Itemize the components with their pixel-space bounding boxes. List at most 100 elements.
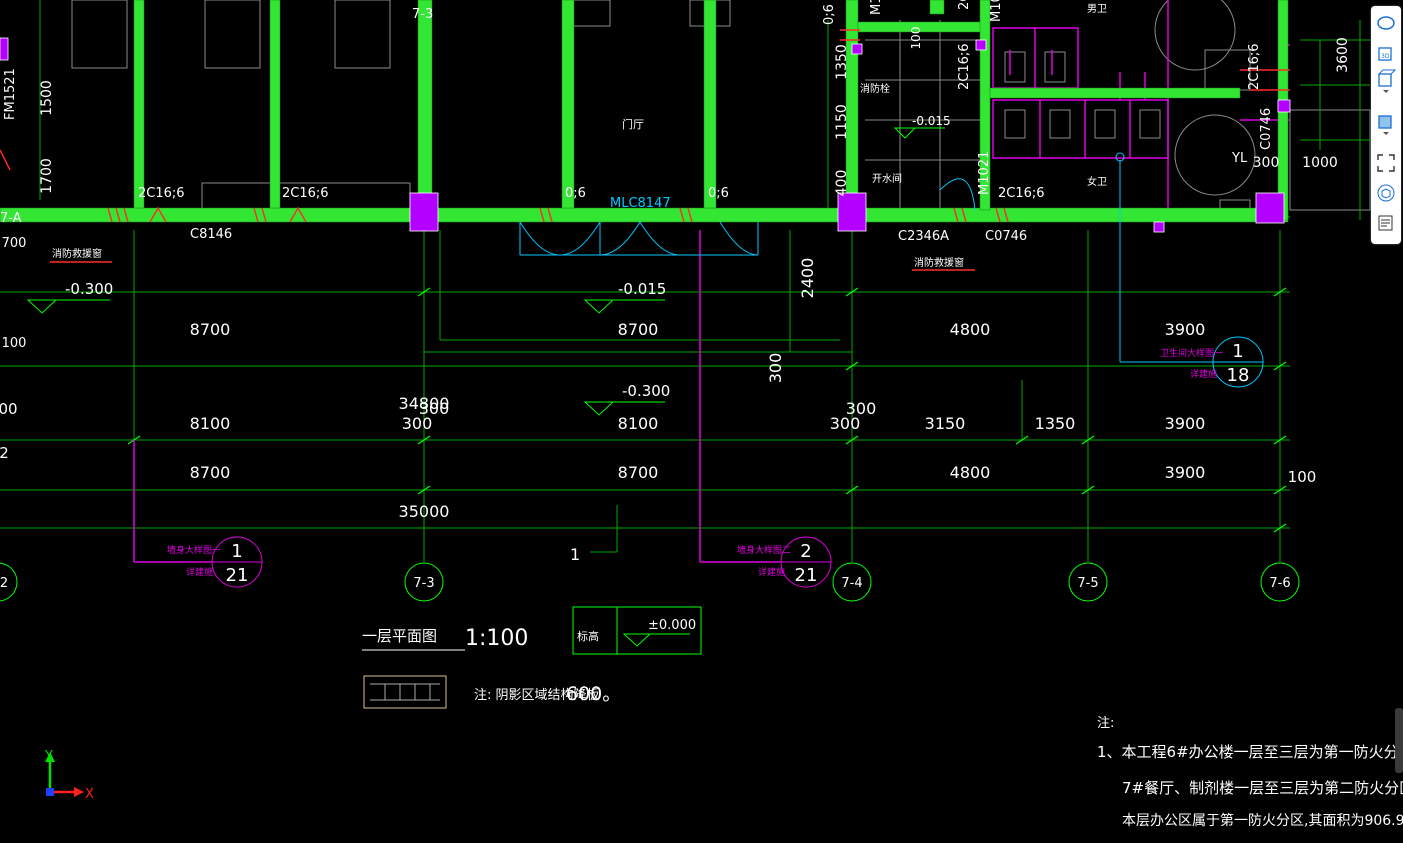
svg-text:2400: 2400	[798, 258, 817, 299]
svg-text:女卫: 女卫	[1087, 175, 1107, 188]
dim-row2-4: 8100	[618, 414, 659, 433]
scrollbar-thumb[interactable]	[1395, 708, 1403, 773]
svg-text:男卫: 男卫	[1087, 3, 1107, 15]
level-text: -0.300 -0.015 -0.300 -0.015	[65, 114, 951, 400]
wc-partitions	[133, 0, 1290, 563]
svg-text:1、本工程6#办公楼一层至三层为第一防火分区,防火分区面积为: 1、本工程6#办公楼一层至三层为第一防火分区,防火分区面积为275	[1097, 743, 1403, 761]
svg-text:FM1521: FM1521	[3, 68, 18, 120]
svg-text:1350: 1350	[834, 44, 850, 80]
dim-partial-2: 100	[2, 336, 27, 351]
svg-text:门厅: 门厅	[622, 117, 644, 131]
svg-text:消防栓: 消防栓	[860, 82, 890, 95]
svg-text:Y: Y	[44, 749, 53, 764]
svg-text:注:: 注:	[1097, 716, 1114, 731]
dim-row1-3: 4800	[950, 320, 991, 339]
svg-text:400: 400	[834, 170, 850, 197]
svg-text:0;6: 0;6	[565, 186, 586, 201]
view-3d-icon[interactable]: 3D	[1375, 42, 1397, 64]
svg-text:1500: 1500	[39, 80, 55, 116]
dim-row1-4: 3900	[1165, 320, 1206, 339]
dim-row1-2: 8700	[618, 320, 659, 339]
svg-text:-0.015: -0.015	[618, 280, 666, 298]
orbit-icon[interactable]	[1375, 12, 1397, 34]
column-layer	[0, 37, 1291, 233]
cube-view-icon[interactable]	[1375, 112, 1397, 135]
svg-text:600。: 600。	[566, 683, 621, 705]
hatch-legend: 注: 阴影区域结构降板 600。	[363, 675, 621, 709]
svg-text:21: 21	[226, 565, 249, 586]
dim-row2-9: 3900	[1165, 414, 1206, 433]
grid-bubble-7-4: 7-4	[832, 562, 872, 602]
furniture-layer	[71, 0, 1371, 221]
svg-text:2: 2	[0, 576, 8, 591]
dim-row3-2: 8700	[618, 463, 659, 482]
svg-text:1: 1	[1232, 341, 1243, 362]
vertical-dimension-text: 1500 1700 2400 300 1350 1150 400 3600 10…	[39, 27, 1351, 384]
callout-1-21: 1 21 墙身大样图一 详建施	[167, 536, 263, 588]
dim-row2-6: 300	[846, 399, 877, 418]
svg-text:墙身大样图二: 墙身大样图二	[737, 544, 791, 556]
dim-row3-1: 8700	[190, 463, 231, 482]
svg-text:300: 300	[766, 353, 785, 384]
grid-bubble-left: 2	[0, 562, 18, 602]
svg-text:卫生间大样图一: 卫生间大样图一	[1160, 347, 1223, 359]
svg-text:一层平面图: 一层平面图	[362, 627, 437, 645]
svg-text:详建施: 详建施	[186, 566, 213, 578]
properties-icon[interactable]	[1375, 212, 1397, 234]
svg-text:100: 100	[909, 27, 923, 50]
dim-partial-1: 700	[2, 236, 27, 251]
level-legend: 标高 ±0.000	[572, 606, 702, 655]
dimension-ticks	[127, 287, 1287, 533]
callout-2-21: 2 21 墙身大样图二 详建施	[737, 536, 832, 588]
dim-row2-1: 8100	[190, 414, 231, 433]
svg-text:开水间: 开水间	[872, 172, 902, 185]
grid-bubble-7-6: 7-6	[1260, 562, 1300, 602]
dim-row1-1: 8700	[190, 320, 231, 339]
svg-text:1700: 1700	[39, 158, 55, 194]
svg-text:2C16;6: 2C16;6	[1247, 43, 1262, 90]
general-notes: 注: 1、本工程6#办公楼一层至三层为第一防火分区,防火分区面积为275 7#餐…	[1097, 716, 1403, 829]
svg-text:3600: 3600	[1335, 37, 1351, 73]
svg-text:1:100: 1:100	[465, 626, 528, 651]
visual-style-icon[interactable]	[1375, 182, 1397, 204]
dim-partial-3: 100	[1288, 468, 1317, 486]
svg-text:M1021: M1021	[989, 0, 1004, 22]
dim-row3-3: 4800	[950, 463, 991, 482]
opening-tags: C8146 C2346A C0746 MLC8147 2C16;6 2C16;6…	[0, 0, 1274, 564]
svg-text:消防救援窗: 消防救援窗	[52, 247, 102, 260]
svg-text:18: 18	[1227, 365, 1250, 386]
room-labels: 门厅 男卫 女卫 消防栓 开水间 消防救援窗 消防救援窗	[52, 3, 1107, 269]
svg-text:C8146: C8146	[190, 227, 232, 242]
svg-text:标高: 标高	[577, 629, 599, 643]
svg-text:0;6: 0;6	[822, 4, 837, 25]
svg-text:3D: 3D	[1381, 53, 1390, 60]
svg-text:1: 1	[570, 545, 580, 564]
dim-row2-3: 300	[419, 399, 450, 418]
svg-text:M1021: M1021	[977, 151, 992, 195]
grid-bubble-7-3: 7-3	[404, 562, 444, 602]
dim-row3-4: 3900	[1165, 463, 1206, 482]
svg-text:本层办公区属于第一防火分区,其面积为906.94m2,餐厅、: 本层办公区属于第一防火分区,其面积为906.94m2,餐厅、厨	[1122, 812, 1403, 829]
svg-text:7-6: 7-6	[1269, 576, 1290, 591]
svg-text:2: 2	[800, 541, 811, 562]
view-toolbar: 3D	[1371, 6, 1401, 244]
zoom-extents-icon[interactable]	[1375, 152, 1397, 174]
svg-text:C0746: C0746	[1259, 108, 1274, 150]
svg-text:7-3: 7-3	[412, 7, 433, 22]
dim-right-1000: 1000	[1302, 155, 1338, 171]
svg-text:7-5: 7-5	[1077, 576, 1098, 591]
svg-text:1: 1	[231, 541, 242, 562]
cube-top-icon[interactable]	[1375, 69, 1397, 93]
dim-row2-7: 3150	[925, 414, 966, 433]
svg-text:2C16;6: 2C16;6	[957, 0, 972, 10]
svg-text:7-4: 7-4	[841, 576, 862, 591]
svg-text:M1: M1	[869, 0, 884, 15]
svg-text:21: 21	[795, 565, 818, 586]
dim-total-mid: 34800	[399, 394, 450, 413]
svg-text:YL: YL	[1231, 151, 1248, 166]
gridline-layer	[0, 0, 1380, 562]
door-swings	[519, 152, 1213, 363]
svg-text:2C16;6: 2C16;6	[998, 186, 1045, 201]
svg-text:MLC8147: MLC8147	[610, 196, 671, 211]
